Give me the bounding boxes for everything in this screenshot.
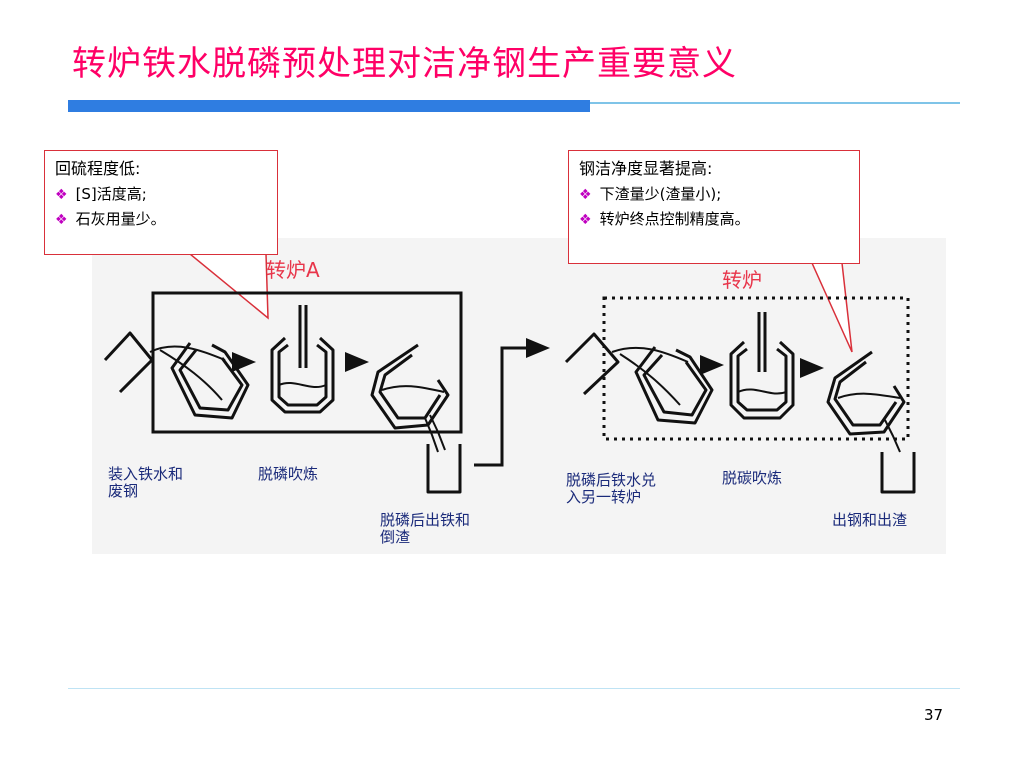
callout-right-item: ❖ 转炉终点控制精度高。 <box>579 209 849 231</box>
charge-vessel-a <box>103 331 250 420</box>
charge-vessel-b <box>564 332 714 425</box>
callout-right-item: ❖ 下渣量少(渣量小); <box>579 184 849 206</box>
tap-vessel-b <box>826 350 916 494</box>
step-transfer-line2: 入另一转炉 <box>566 488 642 507</box>
arrow-a1 <box>232 352 256 372</box>
decarb-vessel-b <box>729 312 795 420</box>
dephos-vessel-a <box>270 305 335 414</box>
callout-left-item: ❖ [S]活度高; <box>55 184 267 206</box>
callout-left-item-text: [S]活度高; <box>75 185 147 204</box>
step-tap-label: 脱磷后出铁和 倒渣 <box>380 511 471 547</box>
step-charge-line2: 废钢 <box>108 482 139 501</box>
step-charge-label: 装入铁水和 废钢 <box>108 465 184 501</box>
callout-left: 回硫程度低: ❖ [S]活度高; ❖ 石灰用量少。 <box>44 150 278 255</box>
diamond-bullet-icon: ❖ <box>55 186 68 203</box>
step-transfer-line1: 脱磷后铁水兑 <box>566 471 657 489</box>
callout-left-item-text: 石灰用量少。 <box>75 209 166 228</box>
callout-right-item-text: 转炉终点控制精度高。 <box>599 209 750 228</box>
step-tap-steel-label: 出钢和出渣 <box>832 511 908 529</box>
converter-a-box <box>151 291 463 434</box>
callout-right-heading: 钢洁净度显著提高: <box>579 159 713 178</box>
step-decarb-label: 脱碳吹炼 <box>722 469 783 487</box>
step-charge-line1: 装入铁水和 <box>108 465 184 483</box>
diamond-bullet-icon: ❖ <box>579 211 592 228</box>
transfer-arrow-head <box>526 338 550 358</box>
step-tap-line2: 倒渣 <box>380 528 411 547</box>
arrow-b2 <box>800 358 824 378</box>
step-tap-line1: 脱磷后出铁和 <box>380 511 471 529</box>
step-transfer-label: 脱磷后铁水兑 入另一转炉 <box>566 471 657 507</box>
footer-divider <box>68 688 960 689</box>
page-number: 37 <box>924 706 944 724</box>
tap-vessel-a <box>370 343 462 494</box>
slide-title: 转炉铁水脱磷预处理对洁净钢生产重要意义 <box>72 44 737 84</box>
arrow-b1 <box>700 355 724 375</box>
callout-right: 钢洁净度显著提高: ❖ 下渣量少(渣量小); ❖ 转炉终点控制精度高。 <box>568 150 860 264</box>
diamond-bullet-icon: ❖ <box>55 211 68 228</box>
converter-b-box <box>602 296 910 441</box>
callout-left-item: ❖ 石灰用量少。 <box>55 209 267 231</box>
callout-right-item-text: 下渣量少(渣量小); <box>599 185 722 204</box>
converter-b-label: 转炉 <box>722 268 762 292</box>
step-dephos-label: 脱磷吹炼 <box>258 465 319 483</box>
converter-a-label: 转炉A <box>266 258 320 282</box>
title-underline-thin <box>590 102 960 104</box>
arrow-a2 <box>345 352 369 372</box>
diagram-background <box>92 238 946 554</box>
callout-left-heading: 回硫程度低: <box>55 159 141 178</box>
transfer-arrow <box>474 346 528 467</box>
title-underline-bar <box>68 100 590 112</box>
diamond-bullet-icon: ❖ <box>579 186 592 203</box>
